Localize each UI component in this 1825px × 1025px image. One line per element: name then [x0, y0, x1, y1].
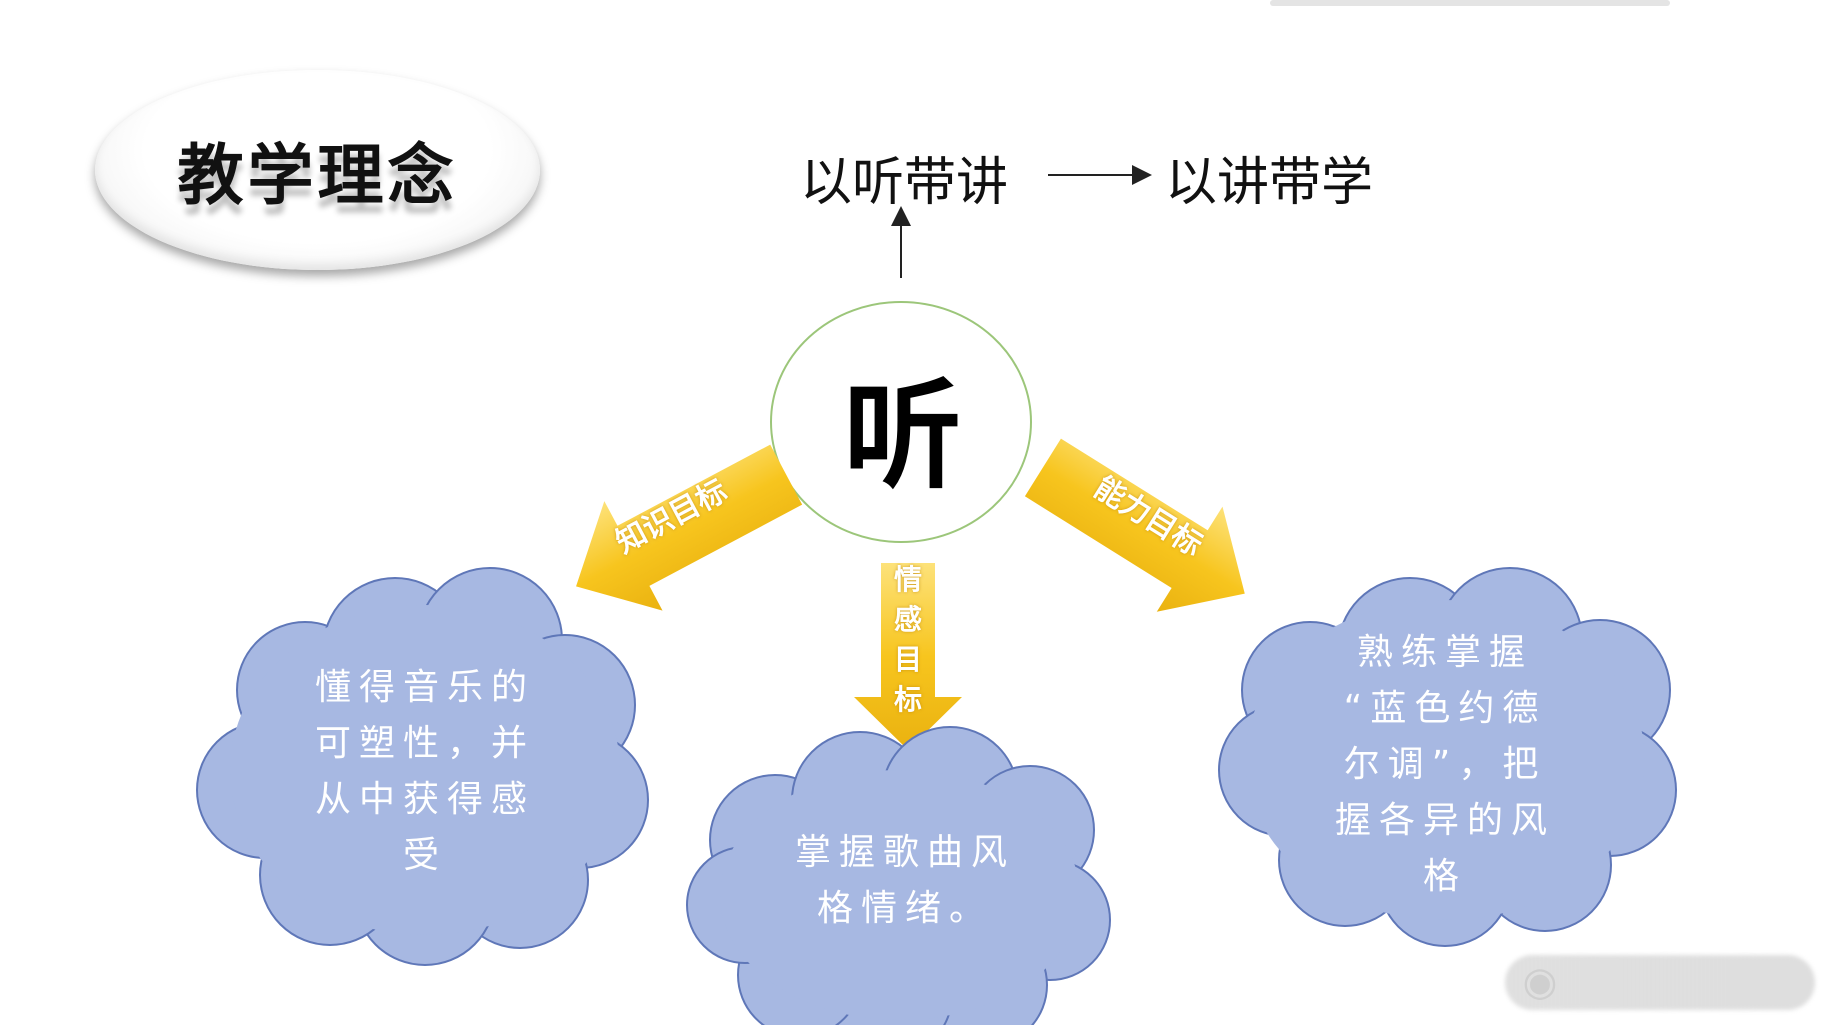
cloud-text-line: 格情绪。 [816, 888, 993, 929]
center-label: 听 [843, 366, 962, 505]
emotion-goal-label-char: 标 [893, 683, 922, 716]
emotion-goal-arrow [854, 563, 962, 750]
cloud-ability-core [1245, 600, 1645, 920]
cloud-emotion-core [720, 770, 1080, 1020]
emotion-goal-text: 掌握歌曲风 格情绪。 [760, 825, 1050, 937]
emotion-goal-label-char: 目 [893, 643, 922, 676]
cloud-text-line: 熟练掌握 [1356, 632, 1533, 673]
watermark-blur [1505, 955, 1815, 1010]
flow-from-text: 以听带讲 [800, 153, 1009, 213]
top-edge-bar [1270, 0, 1670, 6]
cloud-text-line: 握各异的风 [1334, 800, 1555, 841]
knowledge-goal-text: 懂得音乐的 可塑性，并 从中获得感 受 [280, 660, 570, 884]
emotion-goal-label-char: 情 [893, 563, 922, 596]
ability-goal-text: 熟练掌握 “蓝色约德 尔调”，把 握各异的风 格 [1300, 625, 1590, 905]
cloud-text-line: “蓝色约德 [1343, 688, 1547, 729]
cloud-text-line: 掌握歌曲风 [794, 832, 1015, 873]
cloud-text-line: 从中获得感 [314, 779, 535, 820]
emotion-goal-label: 情 感 目 标 [888, 560, 928, 720]
title-oval: 教学理念 [95, 70, 540, 270]
knowledge-goal-arrow [576, 444, 803, 611]
cloud-text-line: 尔调”，把 [1343, 744, 1547, 785]
center-circle [770, 301, 1032, 543]
cloud-text-line: 可塑性，并 [314, 723, 535, 764]
cloud-text-line: 受 [402, 835, 447, 876]
page-title: 教学理念 [177, 137, 458, 214]
cloud-knowledge-core [230, 605, 620, 935]
cloud-text-line: 格 [1422, 856, 1467, 897]
emotion-goal-label-char: 感 [893, 603, 922, 636]
cloud-text-line: 懂得音乐的 [314, 667, 535, 708]
ability-goal-arrow [1024, 438, 1245, 612]
weibo-icon: ◉ [1522, 959, 1558, 1005]
flow-to-text: 以讲带学 [1165, 153, 1374, 213]
